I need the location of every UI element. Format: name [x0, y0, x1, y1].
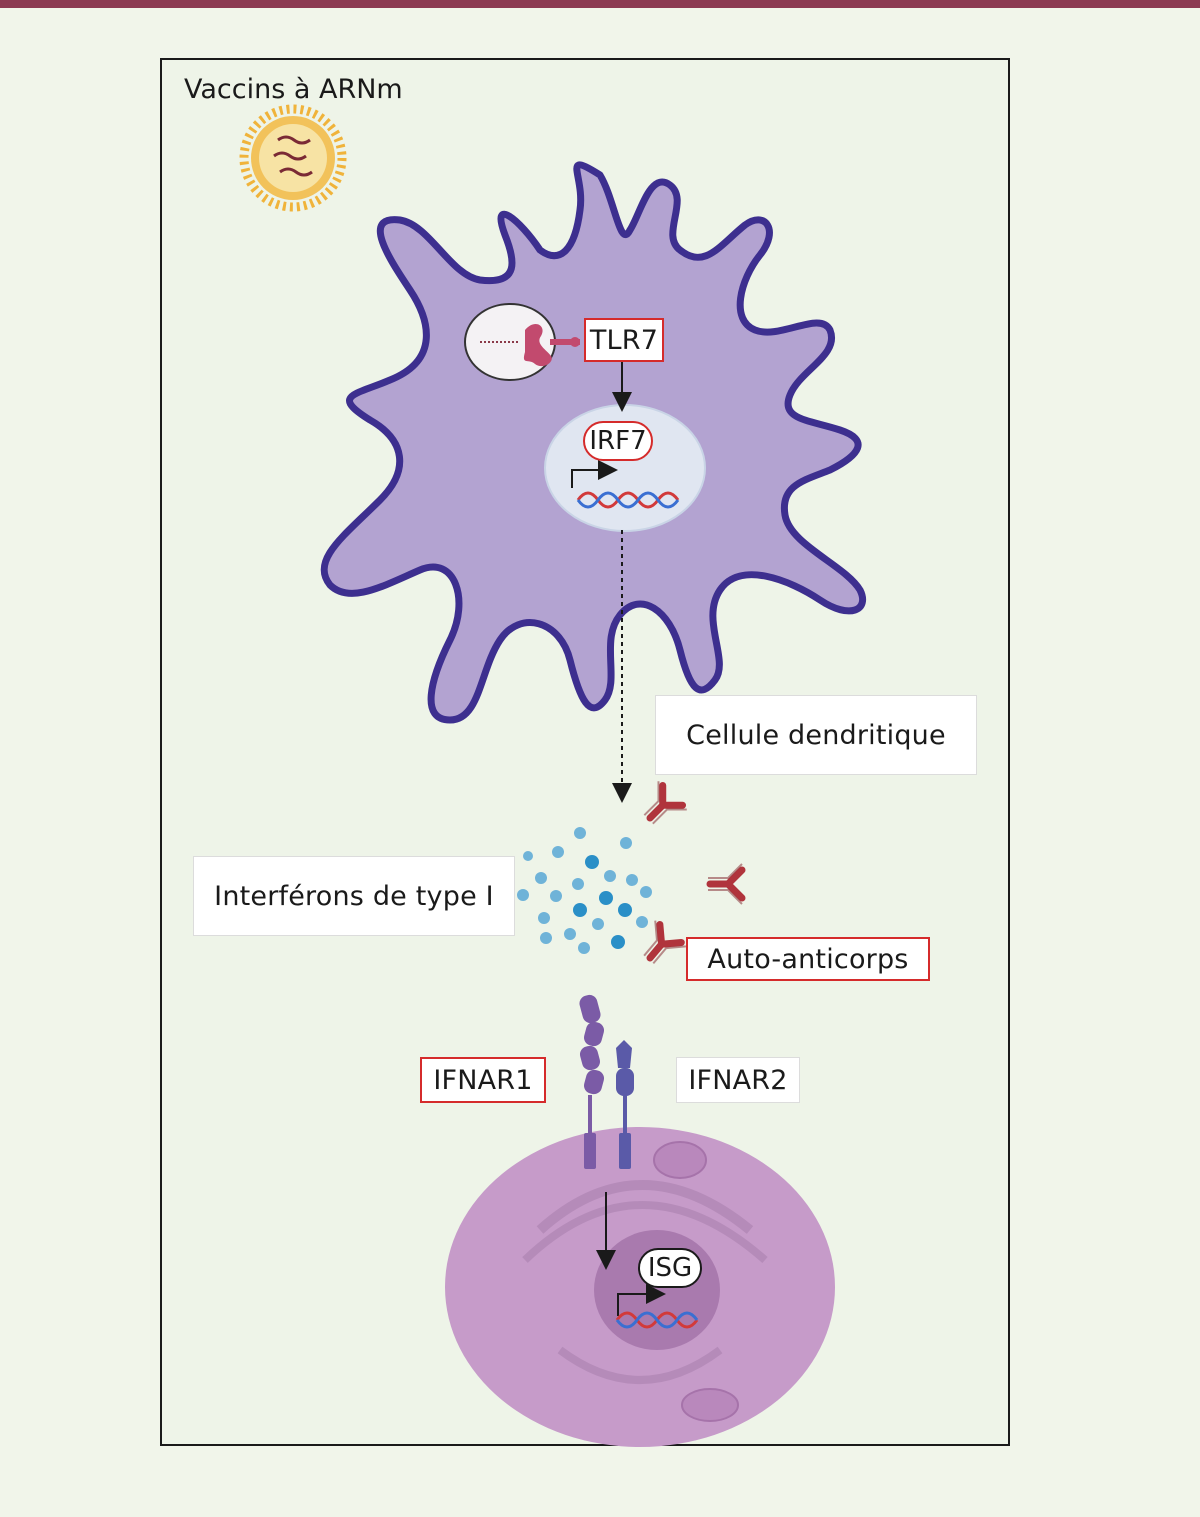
ifnar2-label: IFNAR2 [676, 1057, 800, 1103]
mrna-vaccine-particle-icon [239, 104, 347, 212]
ifnar2-receptor-icon [616, 1040, 634, 1169]
ifnar1-label: IFNAR1 [420, 1057, 546, 1103]
top-accent-bar [0, 0, 1200, 8]
target-cell-shape [445, 1127, 835, 1447]
interferon-molecules [517, 827, 652, 954]
vaccine-label: Vaccins à ARNm [184, 74, 403, 105]
isg-label: ISG [638, 1248, 702, 1288]
ifnar1-receptor-icon [579, 994, 605, 1169]
endosome-icon [464, 303, 580, 381]
interferons-label: Interférons de type I [193, 856, 515, 936]
dendritic-cell-label: Cellule dendritique [655, 695, 977, 775]
irf7-label: IRF7 [583, 421, 653, 461]
tlr7-label: TLR7 [584, 318, 664, 362]
autoantibodies-label: Auto-anticorps [686, 937, 930, 981]
